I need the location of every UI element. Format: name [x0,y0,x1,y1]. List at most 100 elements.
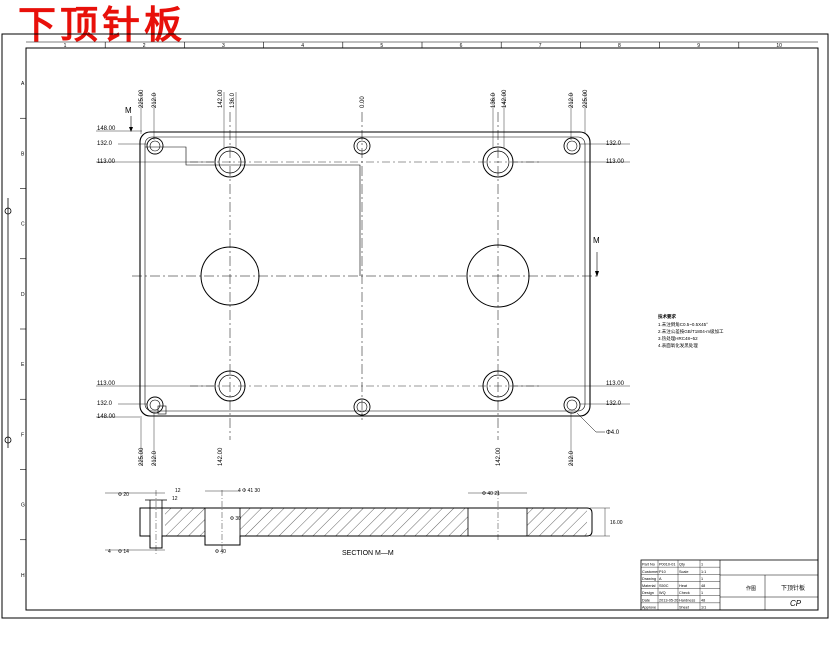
column-label: 10 [776,43,782,49]
title-block-cell: Date [642,598,650,602]
notes-line-1: 1.未注倒角C0.5~0.5X45° [658,321,708,328]
top-dim-text: 225.00 [583,89,589,108]
screw-hole-tm [353,137,371,155]
section-dim-4: 4 [108,549,111,555]
notes-line-2: 2.未注公差按GB/T1804-m级加工 [658,328,724,335]
title-block-cell: 48 [701,584,705,588]
section-view: Φ 20 12 Φ 14 4 Φ 40 Φ 30 4 Φ 41 30 12 Φ … [105,488,623,557]
column-label: 4 [301,43,304,49]
column-label: 9 [697,43,700,49]
callout-text: Φ4.0 [606,430,620,436]
binding-hole-top [4,207,12,215]
title-block-cell: Qty [679,563,685,567]
notes-heading: 技术要求 [658,313,676,320]
section-dim-2: 12 [172,496,178,502]
section-dim-10: 16.00 [610,520,623,526]
tb-part-name: 下顶针板 [781,584,805,592]
title-block-cell: 48 [701,598,705,602]
row-label: F [21,432,24,438]
binding-hole-bottom [4,436,12,444]
row-label: B [21,151,25,157]
top-dim-text: 212.0 [152,92,158,108]
title-block-cell: WQ [659,591,666,595]
section-outline [139,507,593,549]
bottom-dim-text: 225.00 [139,447,145,466]
column-label: 6 [460,43,463,49]
row-label: D [21,292,25,298]
datum-mark [157,405,167,415]
bottom-dim-text: 142.00 [218,447,224,466]
row-label: G [21,503,25,509]
left-dim-lines [96,130,630,418]
left-dim-text: 113.00 [97,381,116,387]
section-dim-5: Φ 40 [215,549,226,555]
section-dim-lines [105,490,610,551]
title-block-cell: S50C [659,584,669,588]
top-dim-text: 136.0 [491,92,497,108]
title-block-cell: 2013-05-20 [659,598,678,602]
title-block-cell: 1/1 [701,606,706,610]
hole-top-right [482,146,514,178]
callout-leader [576,412,597,433]
tb-signature: CP [790,599,802,608]
title-block-cell: 1 [701,563,703,567]
bottom-dim-text: 212.0 [569,450,575,466]
section-dim-8: 12 [175,488,181,494]
title-block-cell: A [659,577,662,581]
top-dim-text: 136.0 [230,92,236,108]
right-dim-text: 132.0 [606,401,622,407]
sheet-border [1,33,829,619]
plate-outline [139,131,591,417]
section-dim-6: Φ 30 [230,516,241,522]
drawing-title: 下顶针板 [18,2,187,47]
section-dim-3: Φ 14 [118,549,129,555]
column-label: 1 [64,43,67,49]
hole-top-right-inner [486,150,510,174]
section-dim-1: Φ 20 [118,492,129,498]
title-block-cell: Design [642,591,654,595]
hole-top-left [214,146,246,178]
screw-hole-bl [146,396,164,414]
notes-line-3: 3.热处理HRC48~52 [658,335,698,342]
technical-notes: 技术要求 1.未注倒角C0.5~0.5X45° 2.未注公差按GB/T1804-… [658,313,724,349]
row-label: H [21,573,25,579]
section-label: SECTION M—M [342,550,394,557]
hole-bottom-left [214,370,246,402]
title-block-frame [640,559,819,611]
title-block-cell: 1 [701,591,703,595]
left-dim-text: 148.00 [97,126,116,132]
title-block-cell: Scale [679,570,689,574]
hole-bottom-left-inner [218,374,242,398]
pocket-outline [145,146,361,276]
large-hole-right [466,244,530,308]
screw-hole-bm-inner [356,401,368,413]
title-block-cell: Drawing [642,577,656,581]
title-block-cell: Hardness [679,598,695,602]
section-dim-9: Φ 40 21 [482,491,500,497]
title-block-cell: 1:1 [701,570,706,574]
section-mark-top: M [125,106,132,115]
left-dim-text: 113.00 [97,159,116,165]
title-block-cell: Material [642,584,656,588]
row-label: E [21,362,25,368]
title-block-cell: P10 [659,570,666,574]
top-dim-text: 225.00 [139,89,145,108]
section-arrowhead-right [595,271,599,277]
top-dim-text: 212.0 [569,92,575,108]
column-label: 3 [222,43,225,49]
notes-line-4: 4.表面氧化发黑处理 [658,342,698,349]
column-label: 8 [618,43,621,49]
title-block-cell: Sheet [679,606,690,610]
title-block-cell: Part No [642,563,655,567]
screw-hole-tr-inner [566,140,578,152]
left-dim-text: 132.0 [97,401,113,407]
right-dim-text: 113.00 [606,381,625,387]
column-label: 7 [539,43,542,49]
